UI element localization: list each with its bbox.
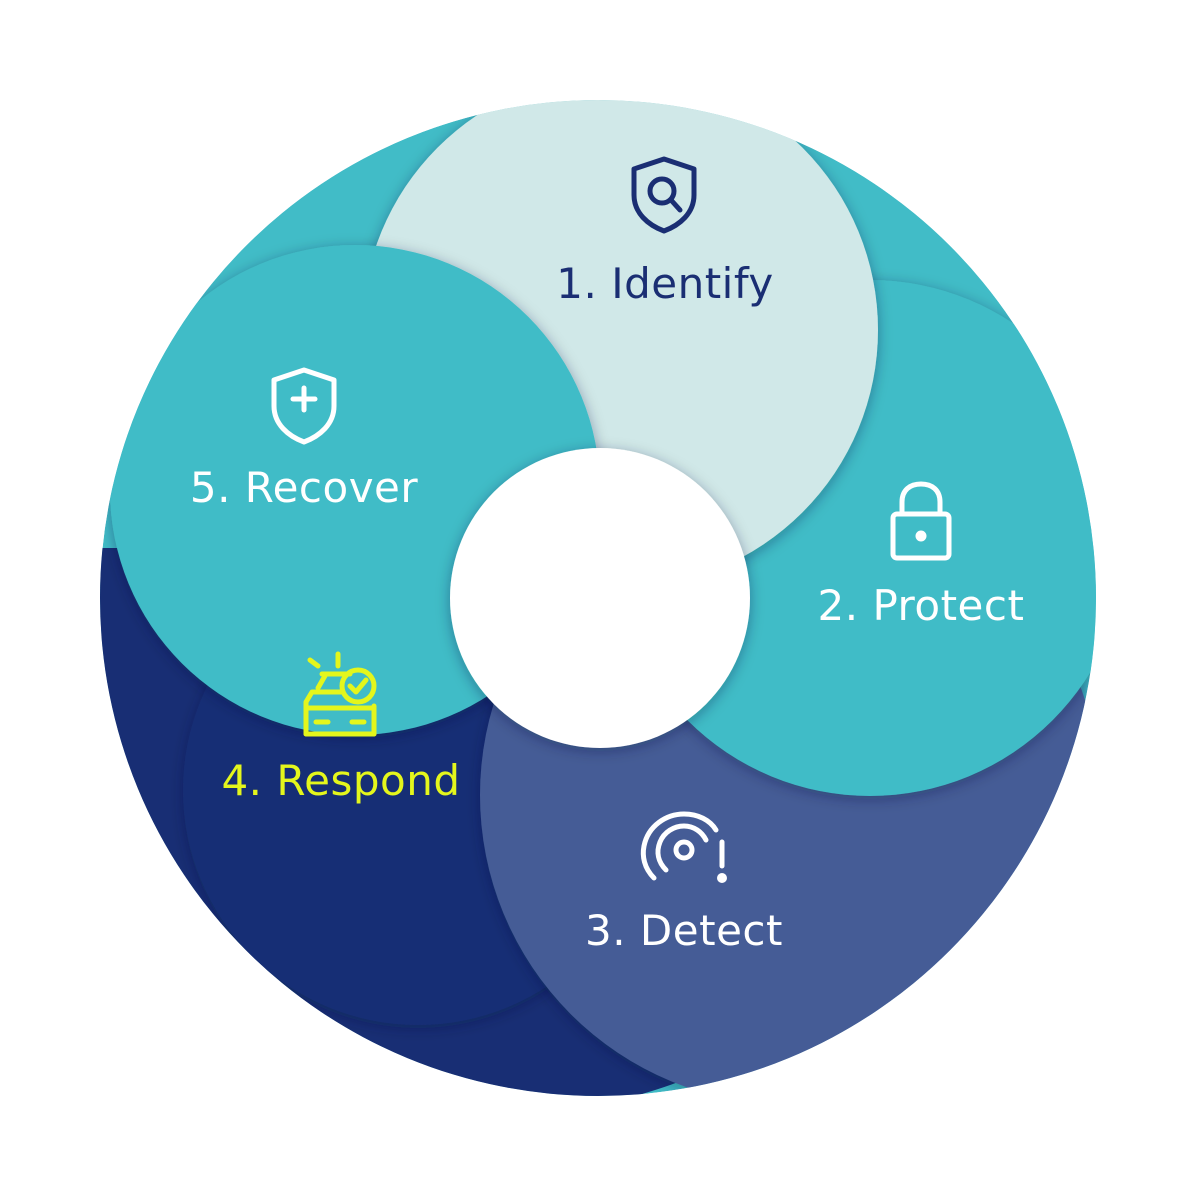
stage-label-recover: 5. Recover — [190, 463, 419, 512]
stage-protect: 2. Protect — [818, 481, 1025, 630]
stage-label-protect: 2. Protect — [818, 581, 1025, 630]
padlock-icon — [890, 481, 952, 561]
stage-label-identify: 1. Identify — [556, 259, 773, 308]
stage-detect: 3. Detect — [585, 811, 783, 955]
siren-car-check-icon — [303, 651, 377, 737]
shield-search-icon — [631, 156, 697, 234]
shield-plus-icon — [271, 367, 337, 445]
center-hub — [450, 448, 750, 748]
stage-recover: 5. Recover — [190, 367, 419, 512]
stage-label-detect: 3. Detect — [585, 906, 783, 955]
signal-alert-icon — [640, 811, 727, 883]
stage-identify: 1. Identify — [556, 156, 773, 308]
stage-respond: 4. Respond — [221, 651, 460, 805]
stage-label-respond: 4. Respond — [221, 756, 460, 805]
